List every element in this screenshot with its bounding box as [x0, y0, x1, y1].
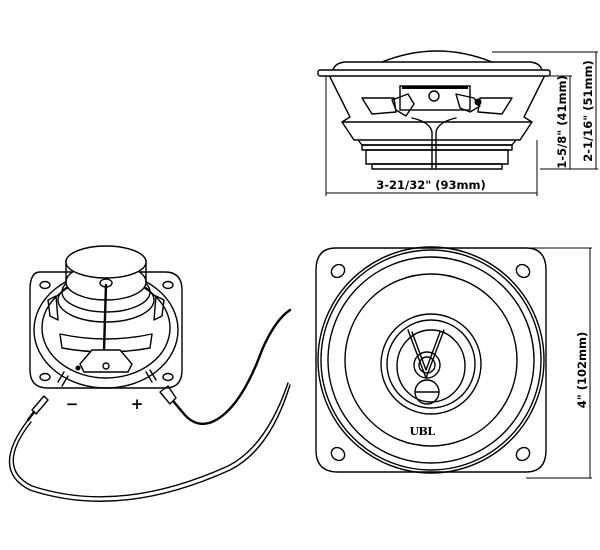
tweeter-dome	[413, 351, 441, 379]
tweeter-v-bridge-outer	[407, 329, 445, 379]
basket-outline	[329, 76, 545, 141]
positive-connector-sleeve	[172, 400, 186, 416]
outer-ring	[317, 246, 545, 474]
basket-window	[59, 333, 153, 353]
lead-wire-left	[411, 117, 433, 169]
positive-label: +	[131, 395, 144, 413]
width-label: 3-21/32" (93mm)	[376, 178, 485, 192]
terminal-screw	[102, 362, 110, 370]
mount-hole	[39, 280, 51, 290]
size-label: 4" (102mm)	[575, 332, 589, 408]
terminal-bar	[402, 86, 468, 89]
mount-hole	[162, 372, 174, 382]
mount-hole	[330, 263, 346, 279]
mount-depth-label: 1-5/8" (41mm)	[555, 75, 569, 168]
tweeter-dome-inner	[418, 356, 436, 374]
positive-wire	[182, 308, 292, 425]
terminal-tab-left	[391, 93, 415, 117]
grille-rim	[332, 61, 543, 71]
basket-slot	[153, 295, 165, 321]
mounting-flange	[317, 69, 551, 77]
wiring-view: − +	[8, 245, 292, 502]
negative-wire-inner	[12, 382, 289, 498]
mount-hole	[39, 372, 51, 382]
basket-slot	[47, 295, 59, 321]
woofer-cone	[344, 273, 518, 447]
front-frame	[315, 247, 547, 473]
internal-wire	[102, 283, 108, 352]
negative-wire	[8, 384, 291, 502]
tweeter-ring	[386, 319, 476, 409]
supertweeter	[414, 379, 440, 405]
mount-hole	[515, 263, 531, 279]
brand-logo: UBL	[409, 425, 435, 438]
basket-window-left	[361, 97, 397, 115]
negative-label: −	[66, 395, 79, 413]
tweeter-inner-ring	[396, 329, 466, 403]
front-view: UBL 4" (102mm)	[315, 246, 592, 479]
negative-connector-sleeve	[26, 410, 36, 422]
total-depth-label: 2-1/16" (51mm)	[581, 60, 595, 161]
negative-connector	[31, 395, 49, 415]
magnet-base	[371, 163, 503, 170]
magnet-plate	[361, 144, 513, 151]
magnet	[365, 149, 509, 165]
terminal-screw	[428, 90, 440, 102]
positive-terminal	[145, 369, 157, 383]
terminal-dot	[474, 98, 482, 106]
magnet-top	[65, 245, 147, 279]
grille-dome	[381, 50, 493, 63]
terminal-board	[79, 349, 133, 373]
negative-terminal	[57, 371, 69, 387]
lead-wire-right	[435, 117, 457, 169]
outer-ring-inner	[320, 249, 542, 471]
mount-hole	[162, 280, 174, 290]
tweeter-v-bridge	[411, 331, 441, 371]
mount-hole	[330, 446, 346, 462]
terminal-dot	[75, 365, 81, 371]
surround	[327, 256, 535, 464]
terminal-block	[399, 85, 471, 111]
positive-connector	[159, 385, 177, 405]
terminal-tab-right	[455, 93, 481, 113]
side-view: 3-21/32" (93mm) 1-5/8" (41mm) 2-1/16" (5…	[317, 50, 598, 196]
mount-hole	[515, 446, 531, 462]
magnet-top	[357, 139, 517, 146]
tweeter-housing	[380, 313, 482, 415]
basket-window-right	[477, 97, 513, 115]
